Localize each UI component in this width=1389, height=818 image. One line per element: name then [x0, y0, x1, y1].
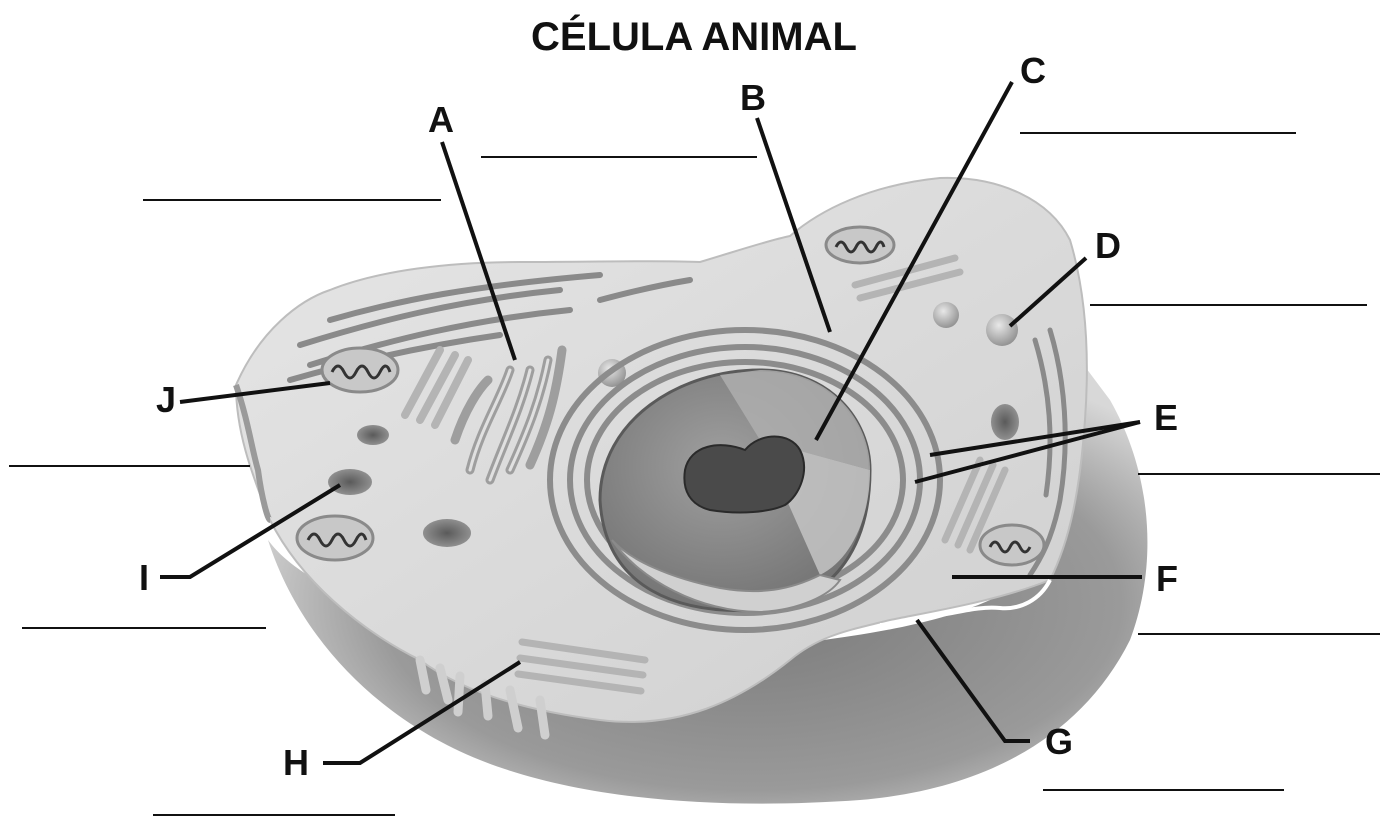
mitochondrion-lower-right — [980, 525, 1044, 565]
vacuole-right — [991, 404, 1019, 440]
label-g: G — [1045, 721, 1073, 762]
vacuole-small — [357, 425, 389, 445]
label-i: I — [139, 557, 149, 598]
label-h: H — [283, 742, 309, 783]
vacuole-center — [423, 519, 471, 547]
label-j: J — [156, 379, 176, 420]
lysosome-d — [986, 314, 1018, 346]
label-b: B — [740, 77, 766, 118]
mitochondrion-j — [322, 348, 398, 392]
label-d: D — [1095, 225, 1121, 266]
label-e: E — [1154, 397, 1178, 438]
vacuole-i — [328, 469, 372, 495]
animal-cell — [236, 178, 1147, 804]
label-c: C — [1020, 50, 1046, 91]
label-a: A — [428, 99, 454, 140]
diagram-title: CÉLULA ANIMAL — [531, 14, 857, 59]
lysosome-top — [933, 302, 959, 328]
mitochondrion-lower-left — [297, 516, 373, 560]
mitochondrion-top-right — [826, 227, 894, 263]
label-f: F — [1156, 558, 1178, 599]
